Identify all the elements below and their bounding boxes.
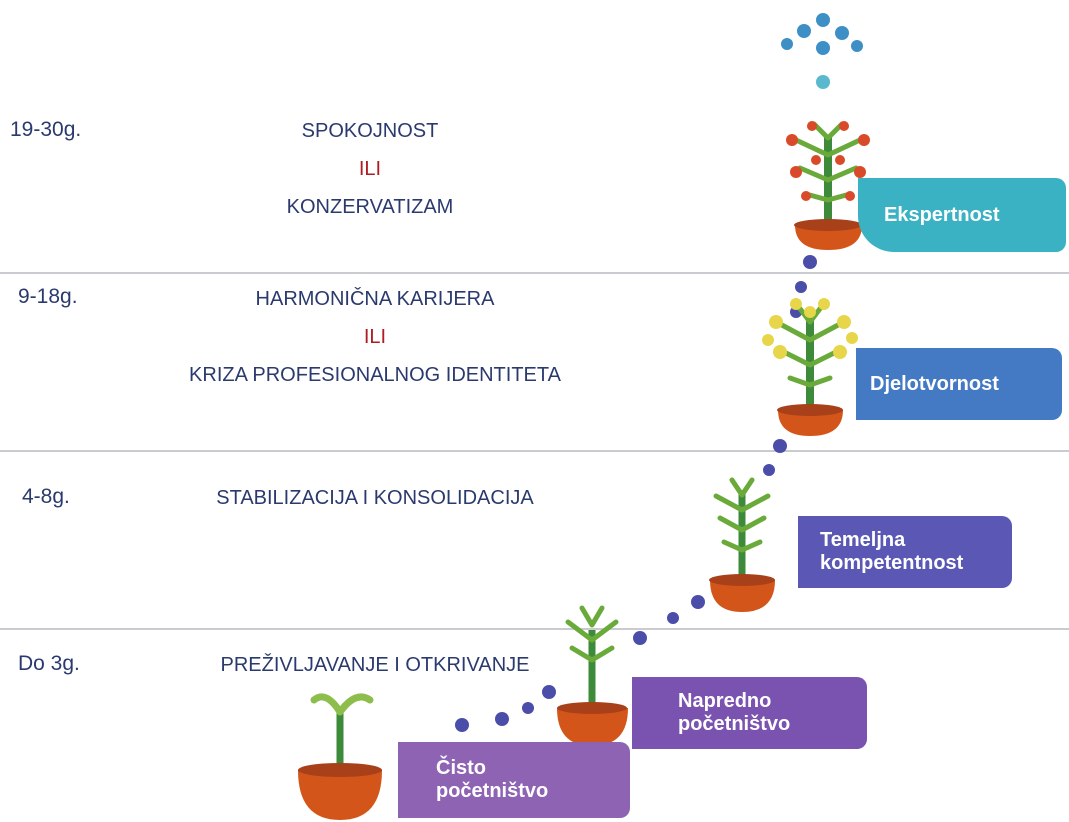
divider-3 [0,628,1069,630]
plant-young-icon [557,605,628,746]
plant-growing-icon [709,477,775,612]
stage-text-19-30: SPOKOJNOST ILI KONZERVATIZAM [220,112,520,226]
stage-line: STABILIZACIJA I KONSOLIDACIJA [216,487,534,509]
stage-text-4-8: STABILIZACIJA I KONSOLIDACIJA [160,479,590,517]
level-label-ekspertnost: Ekspertnost [858,178,1066,252]
plant-fruit-tree-icon [786,121,870,250]
divider-2 [0,450,1069,452]
level-label-line: početništvo [436,780,549,802]
level-label-line: Čisto [436,757,486,779]
years-do-3: Do 3g. [18,652,80,675]
stage-line-or: ILI [363,326,387,348]
level-label-line: Napredno [678,690,772,712]
stage-line: PREŽIVLJAVANJE I OTKRIVANJE [220,654,530,676]
stage-line: KRIZA PROFESIONALNOG IDENTITETA [189,364,561,386]
stage-line: HARMONIČNA KARIJERA [255,288,495,310]
level-label-line: kompetentnost [820,552,964,574]
stage-line: KONZERVATIZAM [286,196,454,218]
plant-sprout-icon [298,693,382,820]
divider-1 [0,272,1069,274]
level-label-cisto-pocetnistvo: Čisto početništvo [398,742,630,818]
level-label-djelotvornost: Djelotvornost [856,348,1062,420]
level-label-temeljna-kompetentnost: Temeljna kompetentnost [798,516,1012,588]
years-9-18: 9-18g. [18,285,78,308]
stage-text-9-18: HARMONIČNA KARIJERA ILI KRIZA PROFESIONA… [120,280,630,394]
years-19-30: 19-30g. [10,118,82,141]
level-label-napredno-pocetnistvo: Napredno početništvo [632,677,867,749]
sparkle-dots [781,13,863,89]
level-label-line: Temeljna [820,529,906,551]
level-label-line: početništvo [678,713,791,735]
years-4-8: 4-8g. [22,485,70,508]
stage-line-or: ILI [358,158,382,180]
plant-flowering-icon [762,298,858,436]
path-dots [455,255,817,732]
stage-text-do-3: PREŽIVLJAVANJE I OTKRIVANJE [160,646,590,684]
level-label-line: Ekspertnost [884,203,1000,226]
level-label-line: Djelotvornost [870,372,999,395]
stage-line: SPOKOJNOST [301,120,439,142]
